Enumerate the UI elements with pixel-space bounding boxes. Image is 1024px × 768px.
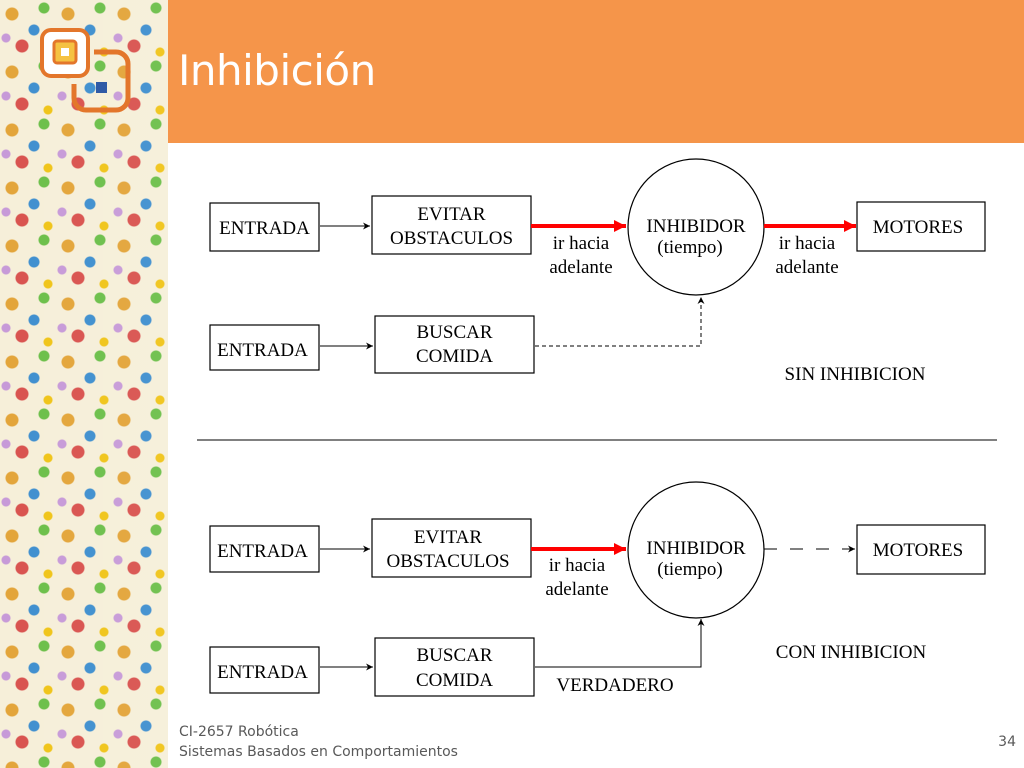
bottom-edge-label-verdadero: VERDADERO (556, 675, 673, 696)
top-dashed-inhibit-edge (535, 297, 705, 347)
top-motores-box (856, 201, 986, 252)
bottom-diagram: ENTRADA EVITAR OBSTACULOS ir hacia adela… (209, 481, 986, 697)
bottom-entrada-1-box (209, 525, 320, 573)
bottom-motores-label: MOTORES (873, 540, 963, 561)
bottom-buscar-label-2: COMIDA (416, 670, 493, 691)
top-inhibidor-label-2: (tiempo) (657, 237, 722, 258)
top-entrada-1-box (209, 202, 320, 252)
robot-pattern-sidebar (0, 0, 168, 768)
top-buscar-label-1: BUSCAR (416, 322, 492, 343)
top-motores-label: MOTORES (873, 217, 963, 238)
bottom-entrada-2-box (209, 646, 320, 694)
header-bar (168, 0, 1024, 143)
logo-icon (40, 28, 131, 113)
top-diagram: ENTRADA EVITAR OBSTACULOS ir hacia adela… (209, 158, 986, 385)
footer-course: CI-2657 Robótica (179, 724, 299, 740)
top-evitar-label-2: OBSTACULOS (390, 228, 513, 249)
top-entrada-2-label: ENTRADA (217, 340, 308, 361)
top-edge-label-2-line-2: adelante (775, 257, 838, 278)
page-number: 34 (998, 734, 1016, 750)
bottom-edge-label-1-line-1: ir hacia (549, 555, 606, 576)
bottom-inhibidor-circle (627, 481, 765, 619)
top-evitar-label-1: EVITAR (417, 204, 485, 225)
bottom-evitar-label-1: EVITAR (414, 527, 482, 548)
bottom-solid-inhibit-edge (535, 619, 705, 668)
top-inhibidor-label-1: INHIBIDOR (646, 216, 746, 237)
bottom-buscar-box (374, 637, 535, 697)
top-buscar-label-2: COMIDA (416, 346, 493, 367)
top-entrada-2-box (209, 324, 320, 371)
bottom-evitar-label-2: OBSTACULOS (386, 551, 509, 572)
bottom-motores-box (856, 524, 986, 575)
bottom-buscar-label-1: BUSCAR (416, 645, 492, 666)
top-caption: SIN INHIBICION (785, 364, 926, 385)
top-edge-label-1-line-1: ir hacia (553, 233, 610, 254)
bottom-caption: CON INHIBICION (776, 642, 927, 663)
top-edge-label-2-line-1: ir hacia (779, 233, 836, 254)
sidebar-shade (0, 0, 168, 768)
bottom-entrada-1-label: ENTRADA (217, 541, 308, 562)
bottom-edge-label-1-line-2: adelante (545, 579, 608, 600)
bottom-inhibidor-label-1: INHIBIDOR (646, 538, 746, 559)
top-edge-label-1-line-2: adelante (549, 257, 612, 278)
slide-title: Inhibición (178, 46, 376, 95)
footer-topic: Sistemas Basados en Comportamientos (179, 744, 458, 760)
bottom-entrada-2-label: ENTRADA (217, 662, 308, 683)
bottom-inhibidor-label-2: (tiempo) (657, 559, 722, 580)
top-entrada-1-label: ENTRADA (219, 218, 310, 239)
top-buscar-box (374, 315, 535, 374)
